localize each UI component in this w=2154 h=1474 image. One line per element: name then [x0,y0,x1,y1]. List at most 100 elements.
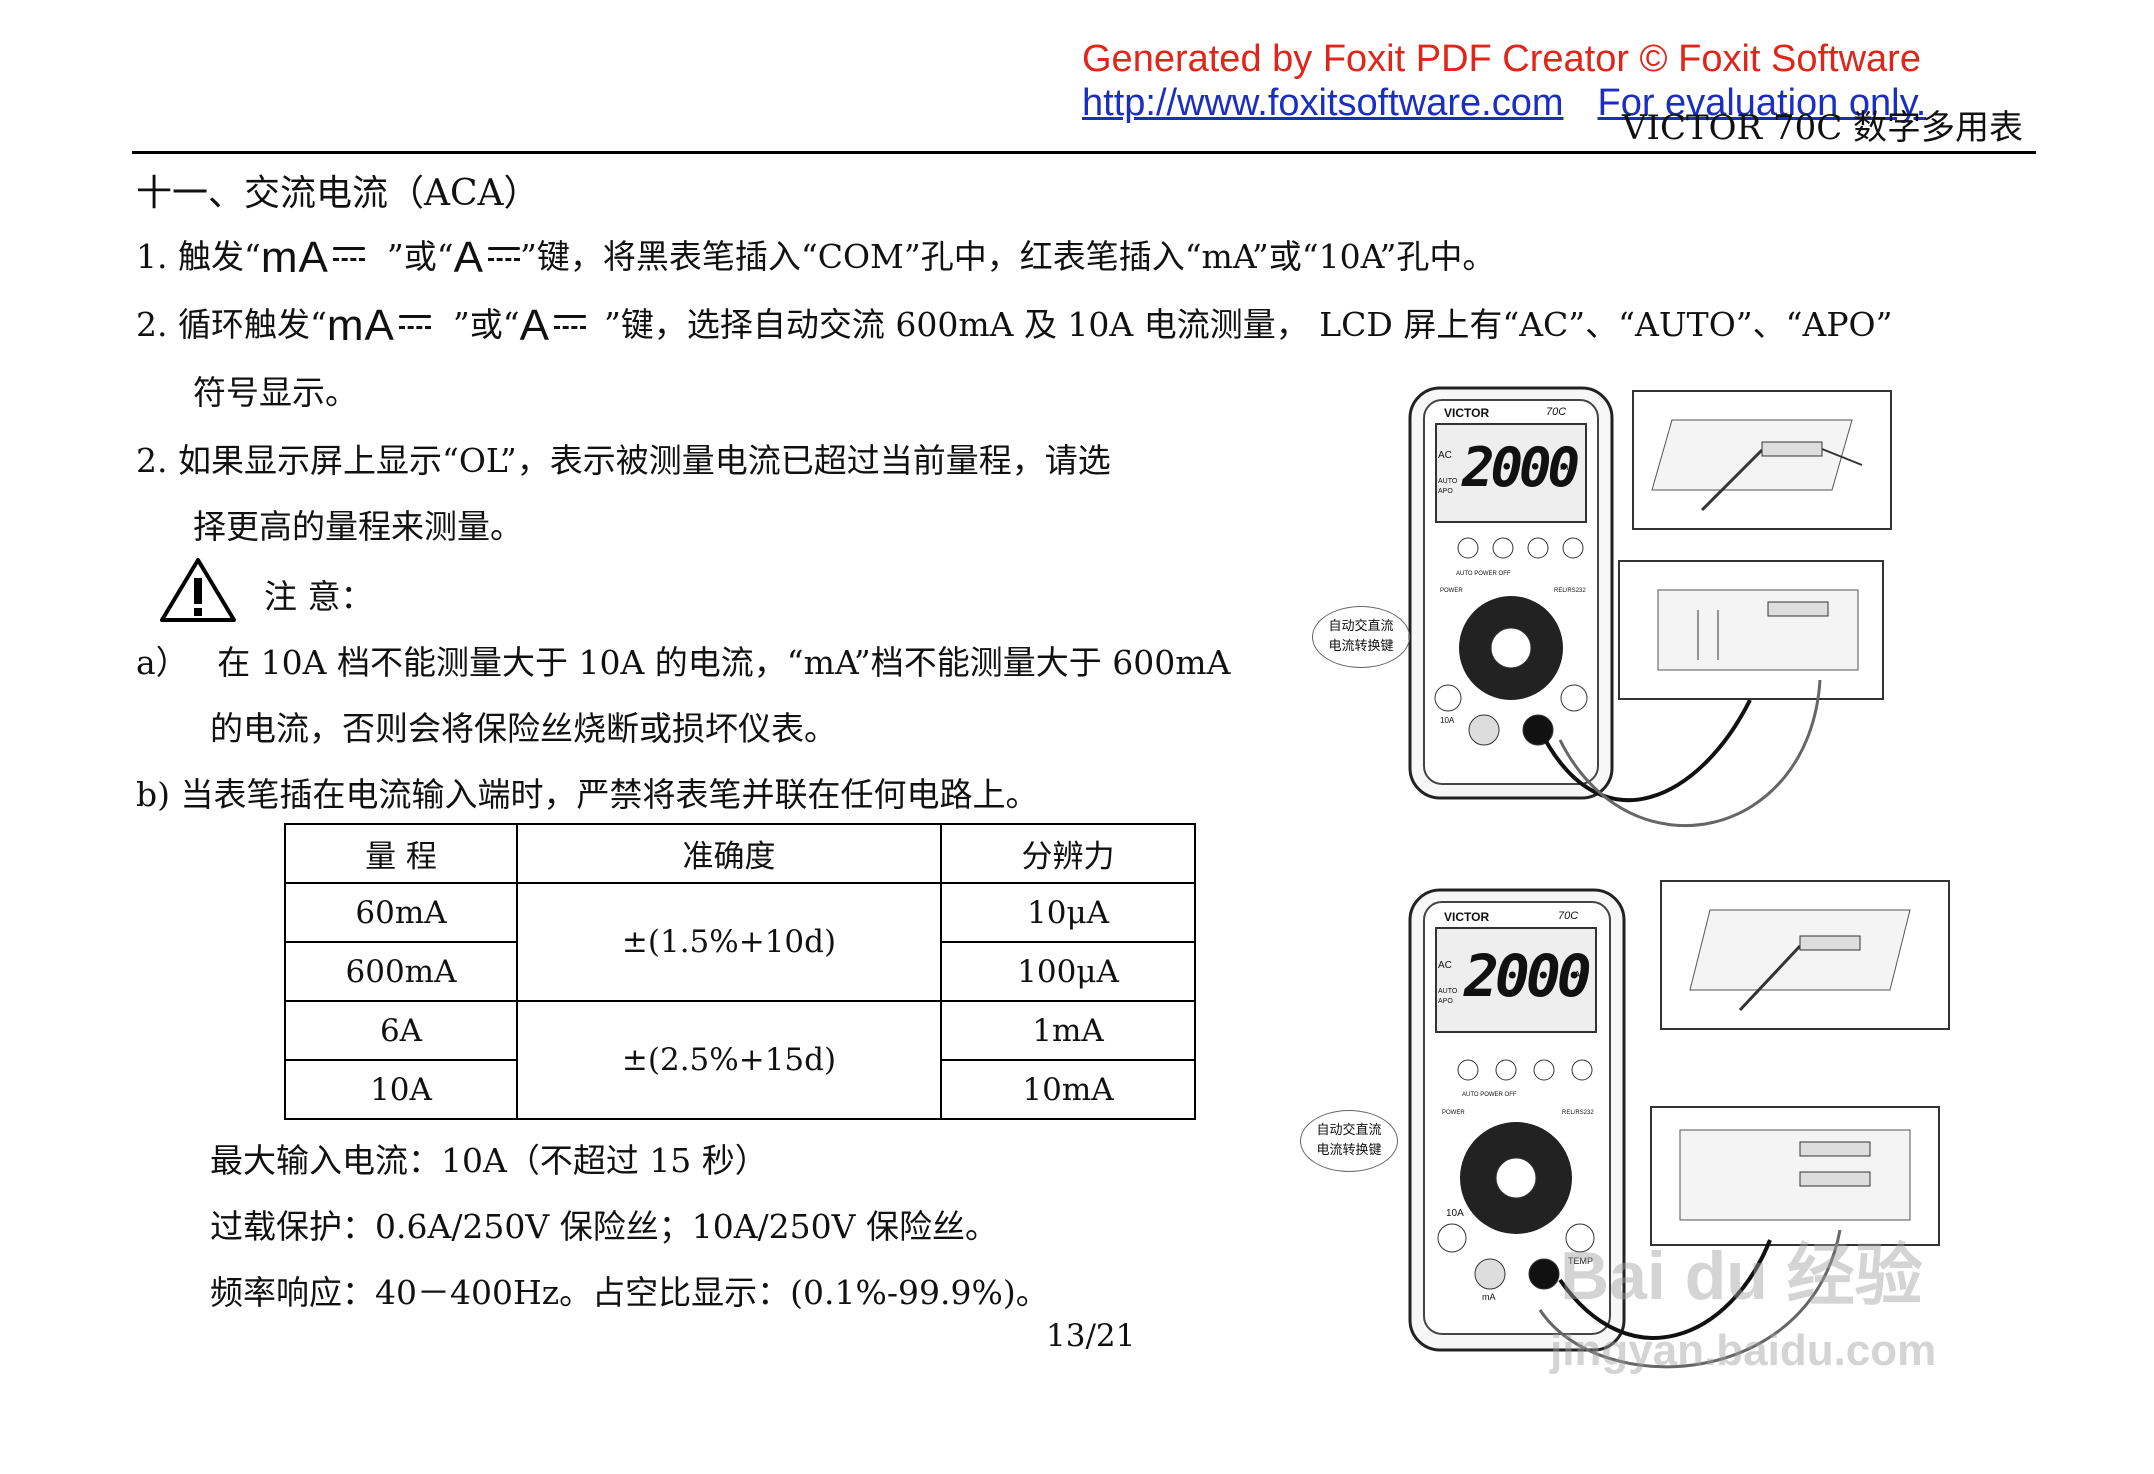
resolution-cell: 100μA [940,941,1196,1002]
range-cell: 600mA [284,941,518,1002]
ma-key-label: mA [326,301,395,350]
resolution-cell: 10mA [940,1059,1196,1120]
multimeter-illustration-bottom: VICTOR 70C AC AUTO APO 2000 A AUTO POWER… [1408,888,1626,1352]
lcd-ac-indicator: AC [1438,450,1452,461]
notice-a: a） 在 10A 档不能测量大于 10A 的电流，“mA”档不能测量大于 600… [136,636,1230,684]
multimeter-body [1408,386,1614,800]
step-text: ”键，将黑表笔插入“COM”孔中，红表笔插入“mA”或“10A”孔中。 [519,237,1496,276]
model-label: 70C [1558,910,1579,922]
notice-label: 注 意： [264,577,374,616]
resolution-cell: 1mA [940,1000,1196,1061]
temp-jack-label: TEMP [1568,1256,1594,1266]
callout-bubble: 自动交直流 电流转换键 [1300,1110,1398,1172]
step-text: ”或“ [452,305,520,344]
acdc-symbol-icon [332,242,365,266]
lcd-apo-indicator: APO [1438,998,1453,1005]
foxit-watermark-url-line: http://www.foxitsoftware.com For evaluati… [1082,82,1926,125]
callout-bubble: 自动交直流 电流转换键 [1312,606,1410,668]
step-text: 如果显示屏上显示“OL”，表示被测量电流已超过当前量程，请选 [178,441,1111,480]
step-3-continuation: 择更高的量程来测量。 [193,507,523,546]
page-header-title: VICTOR 70C 数字多用表 [1622,108,2024,148]
acdc-symbol-icon [487,242,520,266]
lcd-auto-indicator: AUTO [1438,478,1458,485]
spec-table: 量 程 准确度 分辨力 60mA ±(1.5%+10d) 10μA 600mA … [284,823,1196,1120]
baidu-watermark-logo: Bai du 经验 [1560,1238,1923,1314]
ma-key-label: mA [260,233,329,282]
acdc-symbol-icon [553,310,586,334]
acdc-symbol-icon [398,310,431,334]
table-header-row: 量 程 准确度 分辨力 [284,823,1196,884]
range-cell: 6A [284,1000,518,1061]
step-text: ”或“ [386,237,454,276]
callout-text-line2: 电流转换键 [1328,639,1394,654]
step-1: 1. 触发“mA ”或“A ”键，将黑表笔插入“COM”孔中，红表笔插入“mA”或“… [136,230,1495,283]
rel-label: REL/RS232 [1562,1110,1594,1116]
table-row: 600mA 100μA [284,941,1196,1002]
probe-leads-illustration [1538,1229,1842,1369]
brand-label: VICTOR [1444,406,1490,420]
step-text: ”键，选择自动交流 600mA 及 10A 电流测量， LCD 屏上有“AC”、… [603,305,1893,344]
accuracy-cell: ±(1.5%+10d) [516,882,942,1002]
lcd-reading: 2000 [1462,436,1580,499]
step-number: 2. [136,441,168,480]
callout-text-line1: 自动交直流 [1316,1123,1382,1138]
table-header: 准确度 [516,823,942,884]
step-text: 触发“ [178,237,261,276]
table-row: 60mA ±(1.5%+10d) 10μA [284,882,1196,1002]
notice-marker: a） [136,643,189,682]
circuit-board-probe-illustration [1650,1106,1940,1246]
lcd-apo-indicator: APO [1438,488,1453,495]
step-number: 1. [136,237,168,276]
lcd-ac-indicator: AC [1438,960,1452,971]
spec-max-input: 最大输入电流：10A（不超过 15 秒） [210,1141,768,1180]
multimeter-body [1408,888,1626,1352]
circuit-board-illustration [1660,880,1950,1030]
a-key-label: A [453,233,484,282]
a-key-label: A [519,301,550,350]
accuracy-cell: ±(2.5%+15d) [516,1000,942,1120]
table-header: 量 程 [284,823,518,884]
notice-a-continuation: 的电流，否则会将保险丝烧断或损坏仪表。 [210,709,837,748]
probe-leads-illustration [1538,679,1822,827]
foxit-eval-text: For evaluation only. [1597,82,1927,124]
spec-frequency: 频率响应：40－400Hz。占空比显示：(0.1%-99.9%)。 [210,1273,1049,1312]
baidu-watermark-url: jingyan.baidu.com [1550,1326,1937,1375]
callout-text-line1: 自动交直流 [1328,619,1394,634]
ma-jack-label: mA [1482,1292,1496,1302]
lcd-unit: A [1574,970,1581,981]
step-number: 2. [136,305,168,344]
range-cell: 60mA [284,882,518,943]
warning-icon [160,558,236,622]
auto-power-off-label: AUTO POWER OFF [1462,1092,1517,1098]
foxit-watermark-line: Generated by Foxit PDF Creator © Foxit S… [1082,38,1921,80]
resolution-cell: 10μA [940,882,1196,943]
power-label: POWER [1440,588,1463,594]
circuit-board-probe-illustration [1618,560,1884,700]
power-label: POWER [1442,1110,1465,1116]
notice-b: b) 当表笔插在电流输入端时，严禁将表笔并联在任何电路上。 [136,768,1039,816]
step-text: 循环触发“ [178,305,327,344]
spec-overload: 过载保护：0.6A/250V 保险丝；10A/250V 保险丝。 [210,1207,998,1246]
step-2: 2. 循环触发“mA ”或“A ”键，选择自动交流 600mA 及 10A 电流测量… [136,298,1892,351]
circuit-board-illustration [1632,390,1892,530]
table-row: 6A ±(2.5%+15d) 1mA [284,1000,1196,1120]
model-label: 70C [1546,406,1567,418]
page-number: 13/21 [1046,1318,1136,1354]
lcd-auto-indicator: AUTO [1438,988,1458,995]
range-cell: 10A [284,1059,518,1120]
notice-text: 当表笔插在电流输入端时，严禁将表笔并联在任何电路上。 [180,775,1039,814]
foxit-url-link[interactable]: http://www.foxitsoftware.com [1082,82,1564,124]
auto-power-off-label: AUTO POWER OFF [1456,571,1511,577]
notice-text: 在 10A 档不能测量大于 10A 的电流，“mA”档不能测量大于 600mA [217,643,1231,682]
ten-a-jack-label: 10A [1446,1208,1464,1219]
lcd-unit: mA [1560,462,1575,473]
rel-label: REL/RS232 [1554,588,1586,594]
table-header: 分辨力 [940,823,1196,884]
header-rule [132,151,2036,154]
step-3: 2. 如果显示屏上显示“OL”，表示被测量电流已超过当前量程，请选 [136,434,1111,482]
multimeter-illustration-top: VICTOR 70C AC AUTO APO 2000 mA AUTO POWE… [1408,386,1614,800]
ten-a-jack-label: 10A [1440,716,1455,725]
notice-marker: b) [136,775,170,814]
callout-text-line2: 电流转换键 [1316,1143,1382,1158]
lcd-reading: 2000 [1464,942,1592,1010]
